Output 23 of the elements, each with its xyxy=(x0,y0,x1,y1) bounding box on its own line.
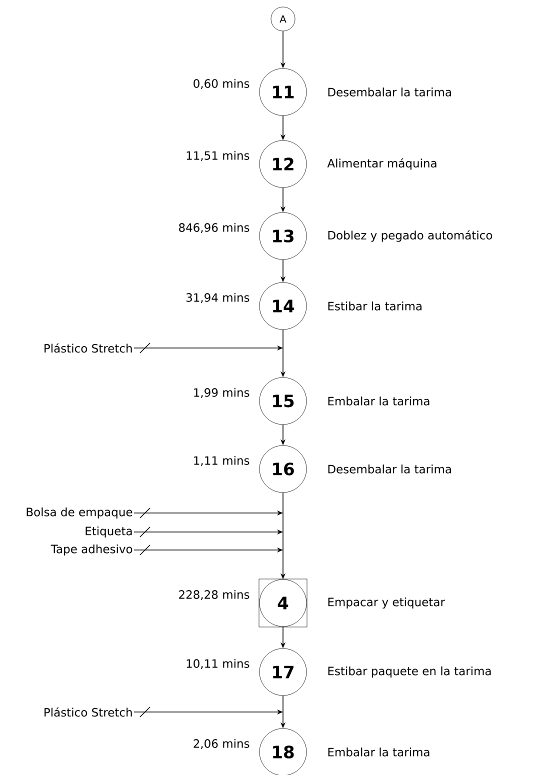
time-label: 31,94 mins xyxy=(186,292,250,304)
step-description: Alimentar máquina xyxy=(327,158,436,170)
material-label: Bolsa de empaque xyxy=(26,507,132,519)
step-description: Doblez y pegado automático xyxy=(328,230,492,242)
material-label: Tape adhesivo xyxy=(50,544,132,556)
time-label: 2,06 mins xyxy=(194,738,250,750)
step-description: Desembalar la tarima xyxy=(328,88,451,96)
step-description: Estibar paquete en la tarima xyxy=(328,666,491,678)
time-label: 1,11 mins xyxy=(194,456,250,466)
material-label: Plástico Stretch xyxy=(44,343,132,353)
step-description: Empacar y etiquetar xyxy=(328,597,445,609)
time-label: 10,11 mins xyxy=(186,658,250,670)
material-label: Plástico Stretch xyxy=(44,707,132,717)
step-description: Desembalar la tarima xyxy=(328,464,451,474)
time-label: 0,60 mins xyxy=(194,78,250,90)
time-label: 1,99 mins xyxy=(194,388,250,398)
step-description: Estibar la tarima xyxy=(328,302,422,310)
time-label: 11,51 mins xyxy=(186,150,250,162)
time-label: 228,28 mins xyxy=(179,590,250,600)
step-description: Embalar la tarima xyxy=(328,396,430,406)
material-label: Etiqueta xyxy=(86,526,132,538)
time-label: 846,96 mins xyxy=(179,222,250,234)
step-description: Embalar la tarima xyxy=(328,748,430,756)
